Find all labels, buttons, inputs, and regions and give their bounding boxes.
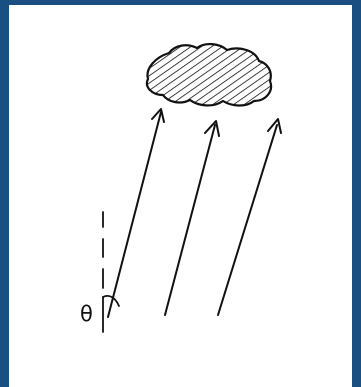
cloud-icon xyxy=(147,44,271,105)
sketch-drawing: θ xyxy=(9,5,352,387)
arrow-icon xyxy=(165,121,219,315)
arrow-icon xyxy=(108,109,164,317)
sketch-canvas: θ xyxy=(9,5,352,387)
angle-label: θ xyxy=(80,302,93,326)
arrow-icon xyxy=(218,119,281,315)
